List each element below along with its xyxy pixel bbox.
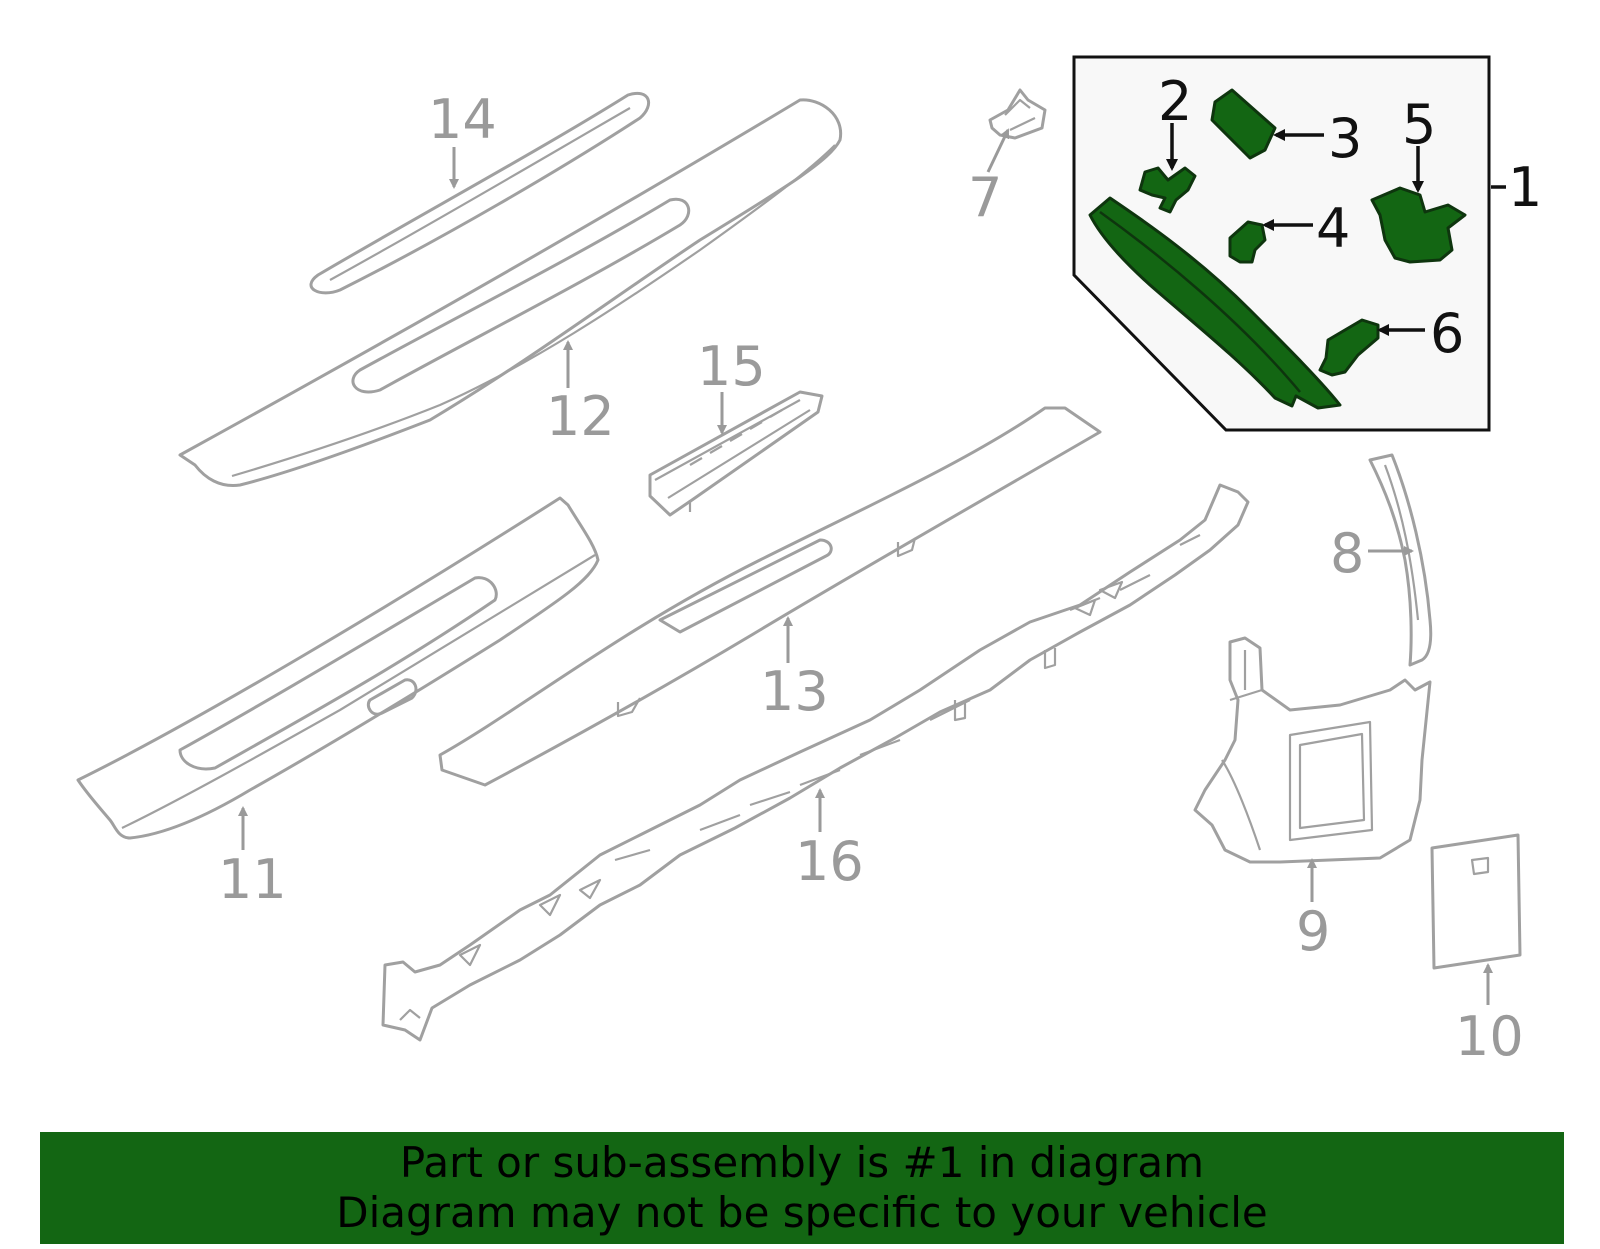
callout-13: 13 bbox=[760, 660, 829, 723]
callout-1: 1 bbox=[1508, 156, 1542, 219]
part-15-bracket bbox=[648, 390, 824, 517]
callout-3: 3 bbox=[1328, 107, 1362, 170]
gray-callout-arrows bbox=[238, 128, 1493, 1005]
part-7-clip bbox=[988, 88, 1047, 140]
callout-5: 5 bbox=[1402, 93, 1436, 156]
black-callout-arrows bbox=[1166, 123, 1506, 336]
callout-6: 6 bbox=[1430, 302, 1464, 365]
part-5-clip bbox=[1370, 186, 1467, 264]
callout-2: 2 bbox=[1158, 70, 1192, 133]
part-4-pin bbox=[1228, 220, 1267, 264]
part-1-assembly-box bbox=[1072, 55, 1491, 432]
part-8-pillar-trim bbox=[1368, 453, 1433, 667]
callout-14: 14 bbox=[428, 88, 497, 151]
callout-10: 10 bbox=[1455, 1005, 1524, 1068]
info-banner: Part or sub-assembly is #1 in diagram Di… bbox=[40, 1132, 1564, 1244]
part-12-sill-plate bbox=[178, 98, 843, 488]
part-6-screw bbox=[1318, 318, 1380, 377]
banner-line-2: Diagram may not be specific to your vehi… bbox=[336, 1188, 1268, 1237]
part-3-clip bbox=[1210, 88, 1277, 160]
callout-11: 11 bbox=[218, 848, 287, 911]
callout-16: 16 bbox=[795, 830, 864, 893]
part-13-scuff-trim bbox=[438, 406, 1102, 787]
callout-4: 4 bbox=[1316, 197, 1350, 260]
callout-12: 12 bbox=[546, 385, 615, 448]
callout-15: 15 bbox=[697, 335, 766, 398]
part-16-rocker-rail bbox=[381, 483, 1250, 1042]
part-11-sill-plate bbox=[76, 496, 600, 840]
callout-7: 7 bbox=[968, 166, 1002, 229]
part-2-clip bbox=[1138, 166, 1197, 214]
callout-9: 9 bbox=[1296, 900, 1330, 963]
part-10-panel bbox=[1430, 833, 1522, 970]
banner-line-1: Part or sub-assembly is #1 in diagram bbox=[399, 1138, 1205, 1187]
callout-8: 8 bbox=[1330, 522, 1364, 585]
part-9-kick-panel bbox=[1193, 636, 1432, 864]
part-14-trim-strip bbox=[309, 91, 651, 295]
